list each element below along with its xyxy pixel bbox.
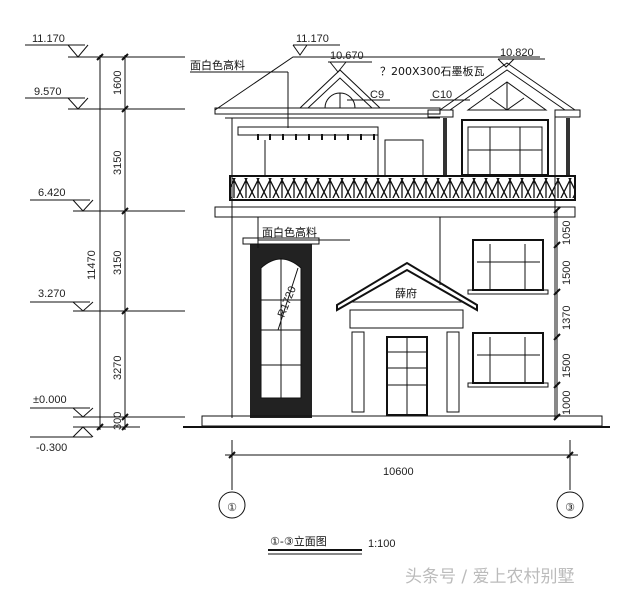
level-11170: 11.170 xyxy=(25,33,185,58)
level-label: ±0.000 xyxy=(33,394,67,406)
dimension-segment: 3270 xyxy=(112,356,124,380)
scale: 1:100 xyxy=(368,538,396,550)
dimension-segment: 1000 xyxy=(561,391,573,415)
window-c9 xyxy=(324,92,356,109)
level-markers: 11.170 9.570 6.420 3.270 ±0.000 -0.300 xyxy=(25,33,185,454)
watermark: 头条号 / 爱上农村别墅 xyxy=(405,567,575,587)
porch-column xyxy=(446,331,460,413)
dimension-segment: 3150 xyxy=(112,151,124,175)
dimension-segment: 3150 xyxy=(112,251,124,275)
peak-level: 11.170 xyxy=(296,33,329,45)
level-0000: ±0.000 xyxy=(30,394,185,418)
drawing-title: ①-③立面图 1:100 xyxy=(268,534,396,555)
dimension-segment: 300 xyxy=(112,412,124,430)
right-gable-level: 10.820 xyxy=(500,47,534,59)
hip-roof xyxy=(214,56,540,111)
axis-bubble-1 xyxy=(218,491,246,519)
finish-note-upper: 面白色高料 xyxy=(190,58,245,72)
balcony-railing xyxy=(229,175,576,201)
tile-note: ？200X300石墨板瓦 xyxy=(380,64,485,78)
dimension-segment: 1050 xyxy=(561,221,573,245)
porch-column xyxy=(351,331,365,413)
dimension-segment: 1370 xyxy=(561,306,573,330)
window-c10-label: C10 xyxy=(432,89,452,101)
building xyxy=(183,56,610,428)
axis-bubble-3 xyxy=(556,491,584,519)
left-dimensions: 11470 1600 3150 3150 3270 300 xyxy=(86,53,129,431)
right-dimensions: 1050 1500 1370 1500 1000 xyxy=(553,206,573,421)
level-9570: 9.570 xyxy=(25,86,185,110)
roof-labels: 11.170 10.670 10.820 ？200X300石墨板瓦 C9 C10 xyxy=(292,33,545,101)
title: ①-③立面图 xyxy=(270,534,327,548)
level-minus-0300: -0.300 xyxy=(30,426,140,454)
level-label: 11.170 xyxy=(32,33,65,45)
finish-note-lower: 面白色高料 xyxy=(262,225,317,239)
name-plaque: 薛府 xyxy=(395,286,417,300)
level-3270: 3.270 xyxy=(30,288,185,312)
window xyxy=(472,332,544,384)
pergola-beam xyxy=(237,126,379,136)
porch-gable xyxy=(336,261,478,312)
overall-width: 10600 xyxy=(383,466,414,478)
dimension-segment: 1500 xyxy=(561,354,573,378)
dimension-total: 11470 xyxy=(86,250,98,280)
level-label: -0.300 xyxy=(36,442,67,454)
level-label: 9.570 xyxy=(34,86,62,98)
level-6420: 6.420 xyxy=(30,187,185,212)
balcony-door xyxy=(384,139,424,177)
dimension-segment: 1500 xyxy=(561,261,573,285)
small-gable-level: 10.670 xyxy=(330,50,364,62)
window-c9-label: C9 xyxy=(370,89,384,101)
level-label: 6.420 xyxy=(38,187,66,199)
axis-label-1: ① xyxy=(227,502,237,514)
level-label: 3.270 xyxy=(38,288,66,300)
bottom-dimension: 10600 ① ③ xyxy=(218,440,584,519)
upper-window-c10 xyxy=(461,119,549,176)
dimension-segment: 1600 xyxy=(112,71,124,95)
axis-label-3: ③ xyxy=(565,502,575,514)
window xyxy=(472,239,544,291)
